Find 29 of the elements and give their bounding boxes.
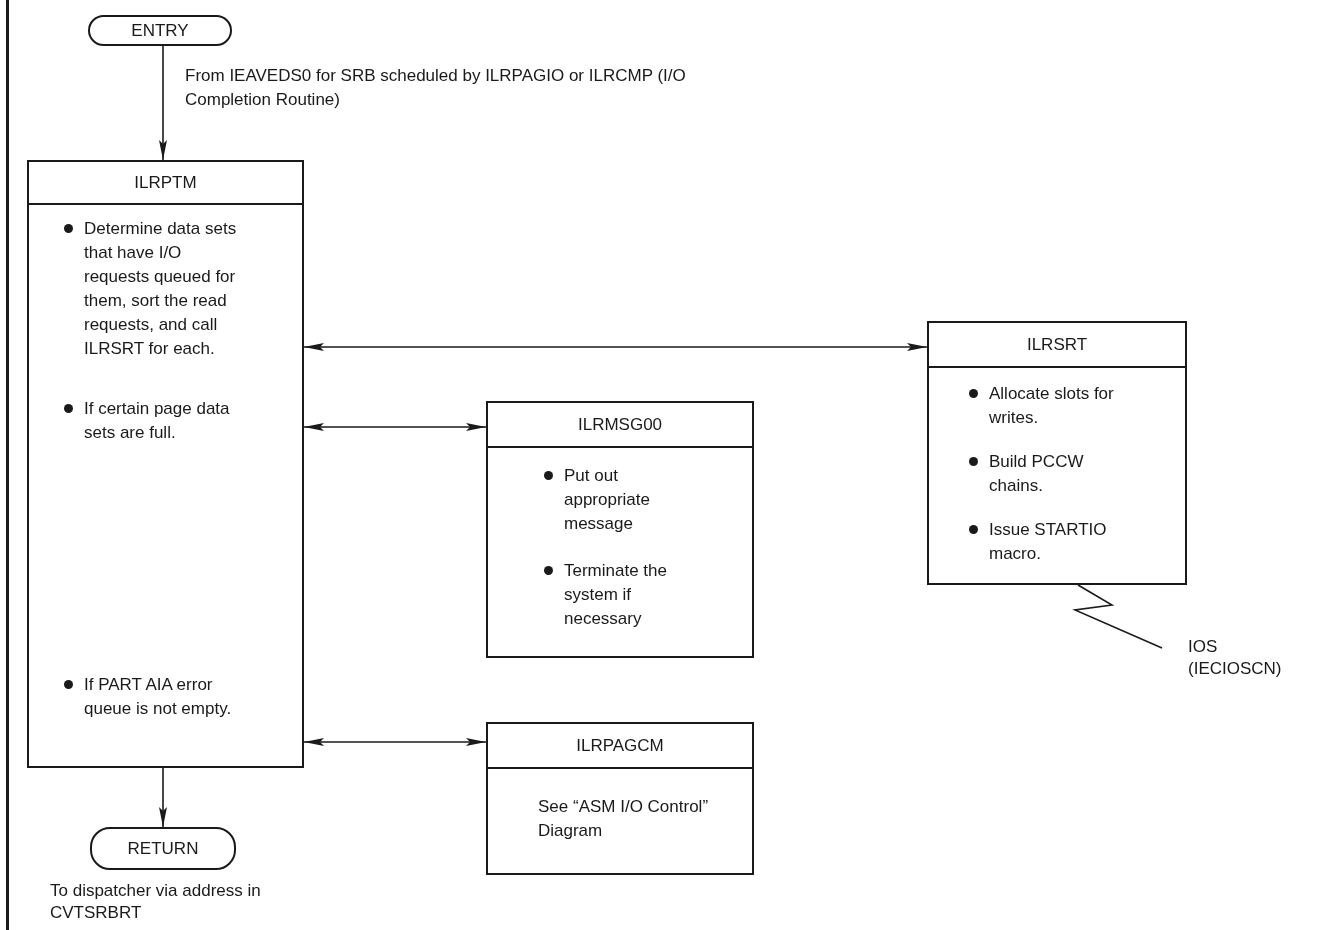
- step-text: Allocate slots for writes.: [989, 383, 1115, 429]
- module-box: [486, 401, 754, 658]
- module-box: [27, 160, 304, 768]
- step-text: If PART AIA error queue is not empty.: [84, 674, 233, 720]
- step-text: See “ASM I/O Control” Diagram: [538, 796, 710, 842]
- terminal-label: ENTRY: [131, 19, 189, 42]
- note-text: To dispatcher via address in CVTSRBRT: [50, 880, 262, 924]
- terminal-label: RETURN: [127, 837, 199, 860]
- step-text: Terminate the system if necessary: [564, 560, 668, 630]
- arrow: [303, 738, 487, 746]
- module-name: ILRMSG00: [577, 413, 663, 436]
- step-text: If certain page data sets are full.: [84, 398, 231, 444]
- terminal-pill: [88, 15, 232, 46]
- module-box: [927, 321, 1187, 585]
- module-box: [486, 722, 754, 875]
- arrow: [303, 423, 487, 431]
- arrow: [159, 45, 167, 161]
- zigzag-connector: [1072, 584, 1163, 649]
- external-routine-label: IOS (IECIOSCN): [1188, 636, 1298, 680]
- step-text: Issue STARTIO macro.: [989, 519, 1108, 565]
- module-name: ILRSRT: [1026, 333, 1088, 356]
- terminal-pill: [90, 827, 236, 870]
- arrow: [159, 767, 167, 828]
- module-name: ILRPTM: [134, 171, 197, 194]
- module-name: ILRPAGCM: [576, 734, 664, 757]
- step-text: Determine data sets that have I/O requests queued for them, sort the read requests, and call ILRSRT for each.: [84, 218, 238, 360]
- step-text: Build PCCW chains.: [989, 451, 1085, 497]
- arrow: [303, 343, 928, 351]
- step-text: Put out appropriate message: [564, 465, 651, 535]
